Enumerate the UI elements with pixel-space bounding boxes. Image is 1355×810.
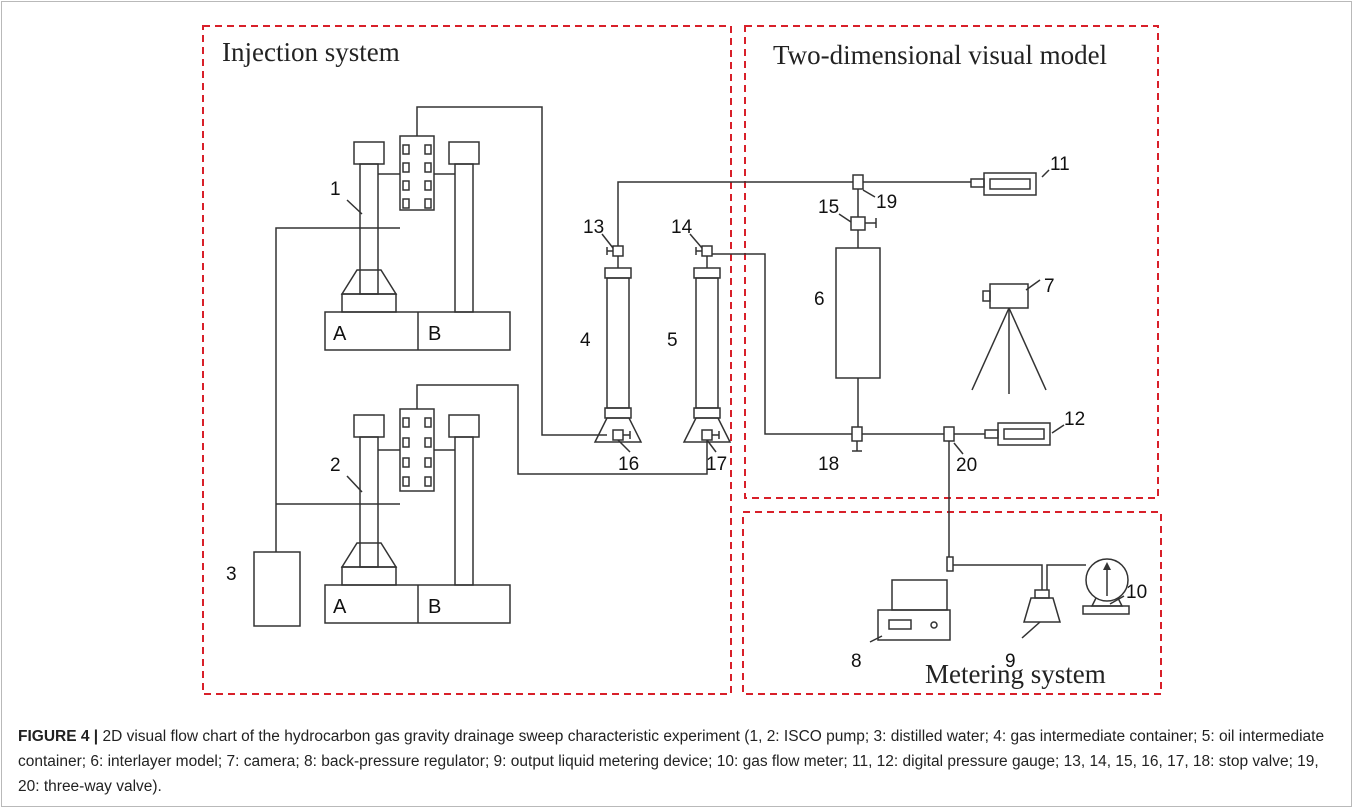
back-pressure-regulator <box>877 556 954 641</box>
pump2-label-b: B <box>428 596 441 618</box>
stop-valve-17 <box>701 429 720 441</box>
interlayer-model <box>835 247 881 379</box>
distilled-water-container <box>253 551 301 627</box>
label-19: 19 <box>876 192 897 213</box>
label-5: 5 <box>667 330 678 351</box>
label-11: 11 <box>1050 154 1070 175</box>
label-7: 7 <box>1044 276 1055 297</box>
label-15: 15 <box>818 197 839 218</box>
injection-system-box <box>202 25 732 695</box>
stop-valve-13 <box>606 245 624 268</box>
camera <box>971 283 1047 394</box>
label-2: 2 <box>330 455 341 476</box>
gas-intermediate-container <box>593 267 643 443</box>
digital-pressure-gauge-11 <box>970 172 1037 196</box>
output-liquid-metering-device <box>1023 589 1061 623</box>
stop-valve-15 <box>850 216 877 231</box>
pump2-label-a: A <box>333 596 347 618</box>
pump1-label-a: A <box>333 323 347 345</box>
visual-model-box <box>744 25 1159 499</box>
label-13: 13 <box>583 217 604 238</box>
label-6: 6 <box>814 289 825 310</box>
injection-system-title: Injection system <box>222 37 400 67</box>
label-14: 14 <box>671 217 693 238</box>
oil-intermediate-container <box>682 267 732 443</box>
stop-valve-16 <box>612 429 631 441</box>
stop-valve-18 <box>851 426 863 452</box>
label-17: 17 <box>706 454 727 475</box>
label-9: 9 <box>1005 651 1016 672</box>
caption-text: 2D visual flow chart of the hydrocarbon … <box>18 728 1325 795</box>
experiment-flow-diagram: Injection system Two-dimensional visual … <box>202 25 1162 695</box>
label-leaders <box>346 169 1125 643</box>
stop-valve-14 <box>695 245 713 268</box>
metering-system-title: Metering system <box>925 659 1106 689</box>
label-20: 20 <box>956 455 977 476</box>
label-1: 1 <box>330 179 341 200</box>
label-16: 16 <box>618 454 639 475</box>
piping <box>275 106 1086 590</box>
label-4: 4 <box>580 330 591 351</box>
label-18: 18 <box>818 454 839 475</box>
digital-pressure-gauge-12 <box>984 422 1051 446</box>
metering-system-box <box>742 511 1162 695</box>
label-3: 3 <box>226 564 237 585</box>
isco-pump-1 <box>324 135 511 351</box>
caption-lead: FIGURE 4 | <box>18 728 99 745</box>
visual-model-title: Two-dimensional visual model <box>773 40 1107 70</box>
pump1-label-b: B <box>428 323 441 345</box>
label-12: 12 <box>1064 409 1085 430</box>
gas-flow-meter <box>1082 558 1130 615</box>
label-8: 8 <box>851 651 862 672</box>
figure-caption: FIGURE 4 | 2D visual flow chart of the h… <box>18 724 1343 799</box>
isco-pump-2 <box>324 408 511 624</box>
three-way-valve-19 <box>852 174 864 190</box>
label-10: 10 <box>1126 582 1147 603</box>
three-way-valve-20 <box>943 426 955 442</box>
